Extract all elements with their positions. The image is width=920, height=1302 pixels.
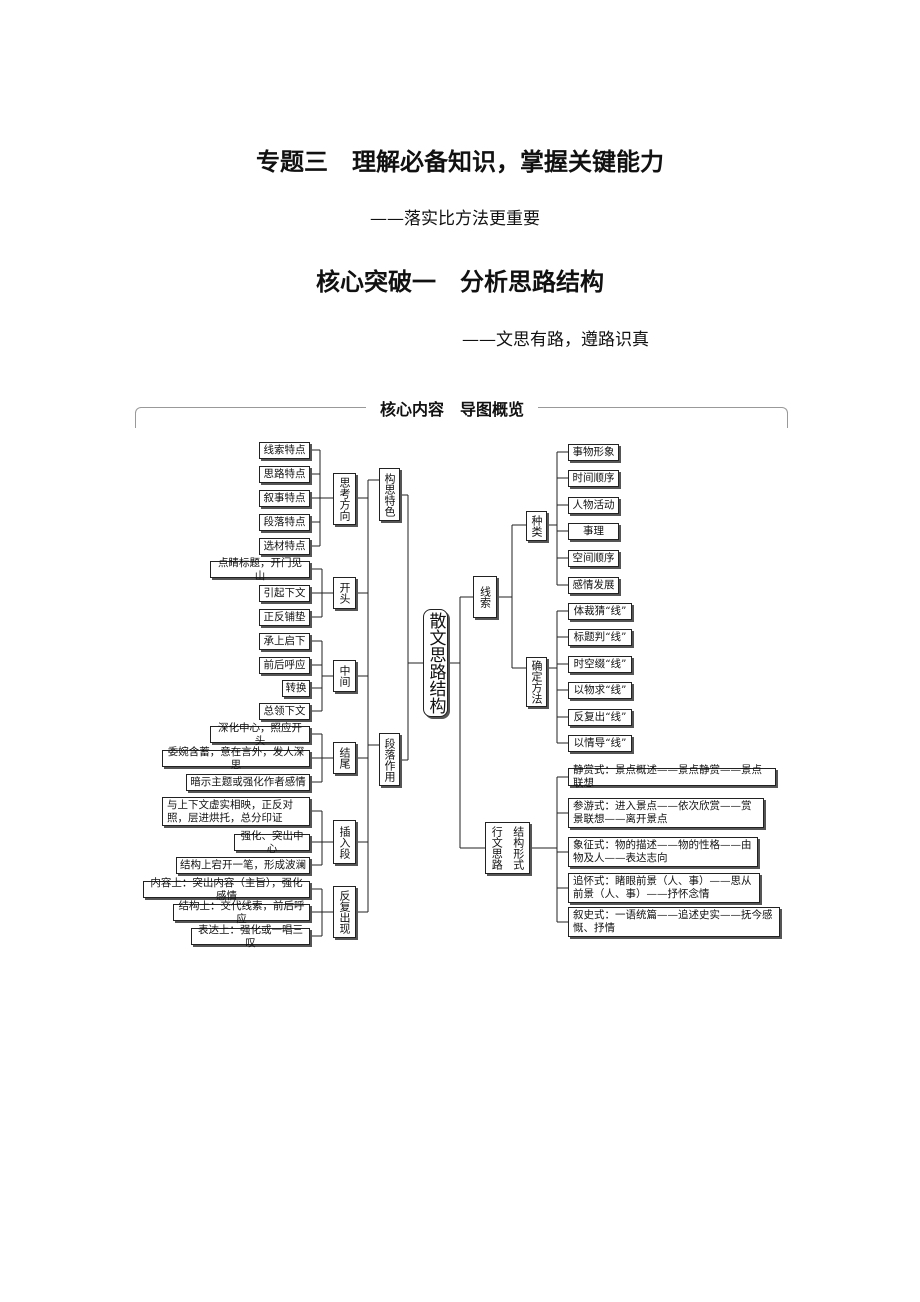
clue-method-item: 体裁猜“线” — [568, 603, 632, 620]
clue-method-item: 反复出“线” — [568, 709, 632, 726]
ending-node: 结尾 — [333, 742, 356, 774]
clue-type-item: 事物形象 — [568, 444, 619, 461]
repeat-item: 内容上：突出内容（主旨），强化感情 — [143, 877, 310, 902]
clue-node: 线索 — [473, 576, 497, 618]
repeat-item: 表达上：强化或一唱三叹 — [191, 924, 310, 949]
insert-item: 结构上宕开一笔，形成波澜 — [176, 857, 310, 874]
ending-item: 暗示主题或强化作者感情 — [186, 774, 310, 791]
clue-type-item: 人物活动 — [568, 497, 619, 514]
thinking-item: 思路特点 — [259, 466, 310, 483]
middle-item: 转换 — [282, 680, 310, 697]
center-node: 散文思路结构 — [423, 609, 448, 717]
section-subtitle: ——文思有路，遵路识真 — [462, 330, 649, 350]
middle-item: 总领下文 — [259, 703, 310, 720]
page-title: 专题三 理解必备知识，掌握关键能力 — [256, 147, 664, 176]
thinking-item: 叙事特点 — [259, 490, 310, 507]
mindmap-frame-title: 核心内容 导图概览 — [366, 396, 539, 420]
clue-type-item: 事理 — [568, 523, 619, 540]
structure-feature-node: 构思特色 — [379, 468, 400, 521]
paragraph-role-node: 段落作用 — [379, 733, 400, 786]
writing-structure-label: 行文思路 — [490, 826, 504, 870]
structure-form-item: 叙史式：一语统篇——追述史实——抚今感慨、抒情 — [568, 907, 780, 937]
repeat-item: 结构上：交代线索，前后呼应 — [173, 900, 310, 925]
structure-form-item: 象征式：物的描述——物的性格——由物及人——表达志向 — [568, 837, 758, 867]
clue-type-item: 空间顺序 — [568, 550, 619, 567]
repeat-node: 反复出现 — [333, 886, 356, 938]
thinking-direction-node: 思考方向 — [333, 473, 356, 525]
insert-item: 与上下文虚实相映，正反对照，层进烘托，总分印证 — [162, 797, 310, 826]
clue-type-item: 感情发展 — [568, 577, 619, 594]
opening-item: 正反铺垫 — [259, 609, 310, 626]
opening-node: 开头 — [333, 577, 356, 609]
insert-node: 插入段 — [333, 820, 356, 864]
ending-item: 深化中心，照应开头 — [210, 722, 310, 747]
clue-method-item: 以情导“线” — [568, 735, 632, 752]
clue-type-item: 时间顺序 — [568, 470, 619, 487]
opening-item: 点睛标题，开门见山 — [210, 557, 310, 582]
insert-item: 强化、突出中心 — [234, 830, 310, 855]
structure-form-item: 追怀式：睹眼前景（人、事）——思从前景（人、事）——抒怀念情 — [568, 873, 760, 903]
thinking-item: 段落特点 — [259, 514, 310, 531]
clue-type-node: 种类 — [526, 511, 547, 541]
page-subtitle: ——落实比方法更重要 — [370, 209, 540, 229]
thinking-item: 线索特点 — [259, 442, 310, 459]
ending-item: 委婉含蓄，意在言外，发人深思 — [162, 746, 310, 771]
middle-item: 前后呼应 — [259, 657, 310, 674]
middle-node: 中间 — [333, 660, 356, 692]
opening-item: 引起下文 — [259, 585, 310, 602]
section-title: 核心突破一 分析思路结构 — [316, 267, 604, 296]
writing-structure-node: 结构形式 行文思路 — [485, 822, 530, 874]
clue-method-item: 时空缀“线” — [568, 656, 632, 673]
middle-item: 承上启下 — [259, 633, 310, 650]
thinking-item: 选材特点 — [259, 538, 310, 555]
writing-structure-sublabel: 结构形式 — [511, 826, 525, 870]
clue-method-item: 标题判“线” — [568, 629, 632, 646]
clue-method-node: 确定方法 — [526, 657, 547, 707]
structure-form-item: 静赏式：景点概述——景点静赏——景点联想 — [568, 764, 776, 789]
clue-method-item: 以物求“线” — [568, 682, 632, 699]
structure-form-item: 参游式：进入景点——依次欣赏——赏景联想——离开景点 — [568, 798, 764, 828]
